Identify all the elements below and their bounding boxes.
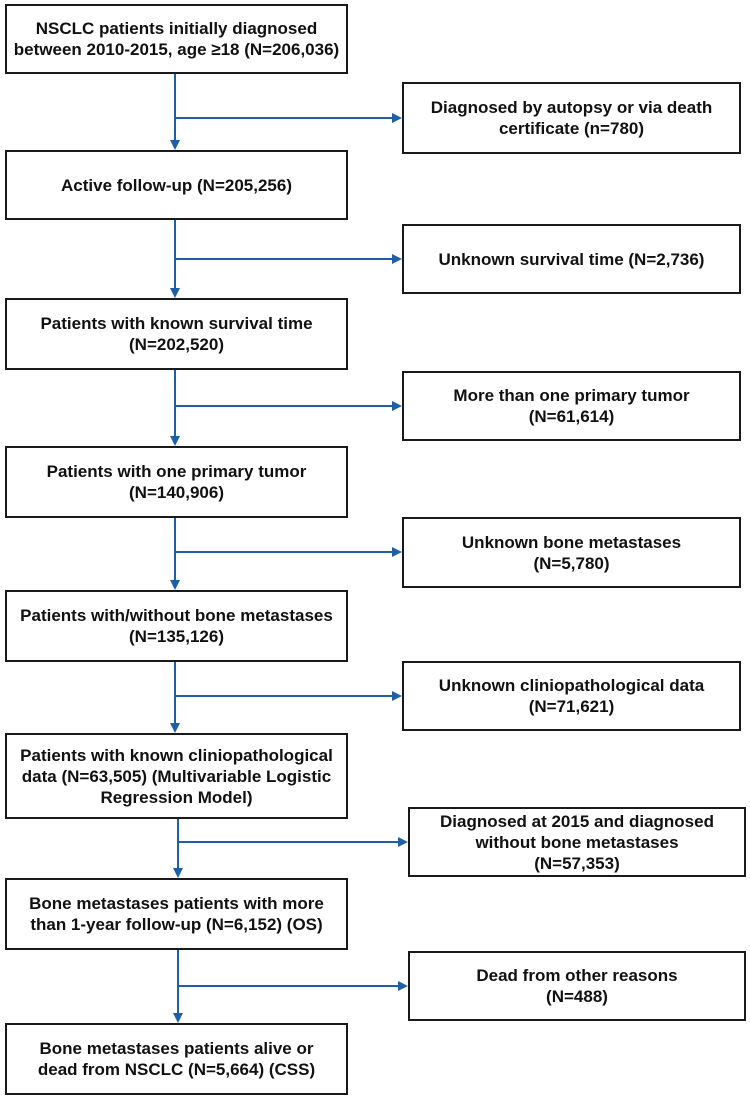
step-css-cohort-text: Bone metastases patients alive or dead f… [37, 1039, 316, 1079]
step-bone-metastases-known-text: Patients with/without bone metastases (N… [20, 606, 333, 646]
exclusion-dead-other-reasons-text: Dead from other reasons (N=488) [476, 966, 678, 1006]
step-active-follow-up: Active follow-up (N=205,256) [5, 150, 348, 220]
step-known-survival-time: Patients with known survival time (N=202… [5, 298, 348, 370]
exclusion-unknown-bone-metastases: Unknown bone metastases (N=5,780) [402, 517, 741, 588]
exclusion-autopsy-death-certificate-text: Diagnosed by autopsy or via death certif… [430, 98, 713, 138]
exclusion-diagnosed-2015-no-bone-met-text: Diagnosed at 2015 and diagnosed without … [440, 811, 714, 873]
exclusion-multiple-primary-tumors-text: More than one primary tumor (N=61,614) [453, 386, 690, 426]
exclusion-dead-other-reasons: Dead from other reasons (N=488) [408, 951, 746, 1021]
exclusion-unknown-bone-metastases-text: Unknown bone metastases (N=5,780) [461, 532, 682, 573]
exclusion-diagnosed-2015-no-bone-met: Diagnosed at 2015 and diagnosed without … [408, 807, 746, 877]
step-css-cohort: Bone metastases patients alive or dead f… [5, 1023, 348, 1095]
exclusion-unknown-cliniopathological-text: Unknown cliniopathological data (N=71,62… [438, 676, 705, 716]
step-os-cohort-text: Bone metastases patients with more than … [29, 894, 324, 934]
step-initial-cohort-text: NSCLC patients initially diagnosed betwe… [13, 19, 340, 59]
step-known-cliniopathological: Patients with known cliniopathological d… [5, 733, 348, 819]
step-bone-metastases-known: Patients with/without bone metastases (N… [5, 590, 348, 662]
exclusion-autopsy-death-certificate: Diagnosed by autopsy or via death certif… [402, 82, 741, 154]
step-known-cliniopathological-text: Patients with known cliniopathological d… [20, 745, 333, 807]
exclusion-unknown-survival-time: Unknown survival time (N=2,736) [402, 224, 741, 294]
step-one-primary-tumor-text: Patients with one primary tumor (N=140,9… [46, 462, 307, 502]
step-one-primary-tumor: Patients with one primary tumor (N=140,9… [5, 446, 348, 518]
exclusion-unknown-cliniopathological: Unknown cliniopathological data (N=71,62… [402, 661, 741, 731]
exclusion-multiple-primary-tumors: More than one primary tumor (N=61,614) [402, 371, 741, 441]
step-active-follow-up-text: Active follow-up (N=205,256) [61, 175, 292, 195]
exclusion-unknown-survival-time-text: Unknown survival time (N=2,736) [438, 249, 705, 269]
step-os-cohort: Bone metastases patients with more than … [5, 878, 348, 950]
step-known-survival-time-text: Patients with known survival time (N=202… [40, 314, 313, 354]
step-initial-cohort: NSCLC patients initially diagnosed betwe… [5, 4, 348, 74]
